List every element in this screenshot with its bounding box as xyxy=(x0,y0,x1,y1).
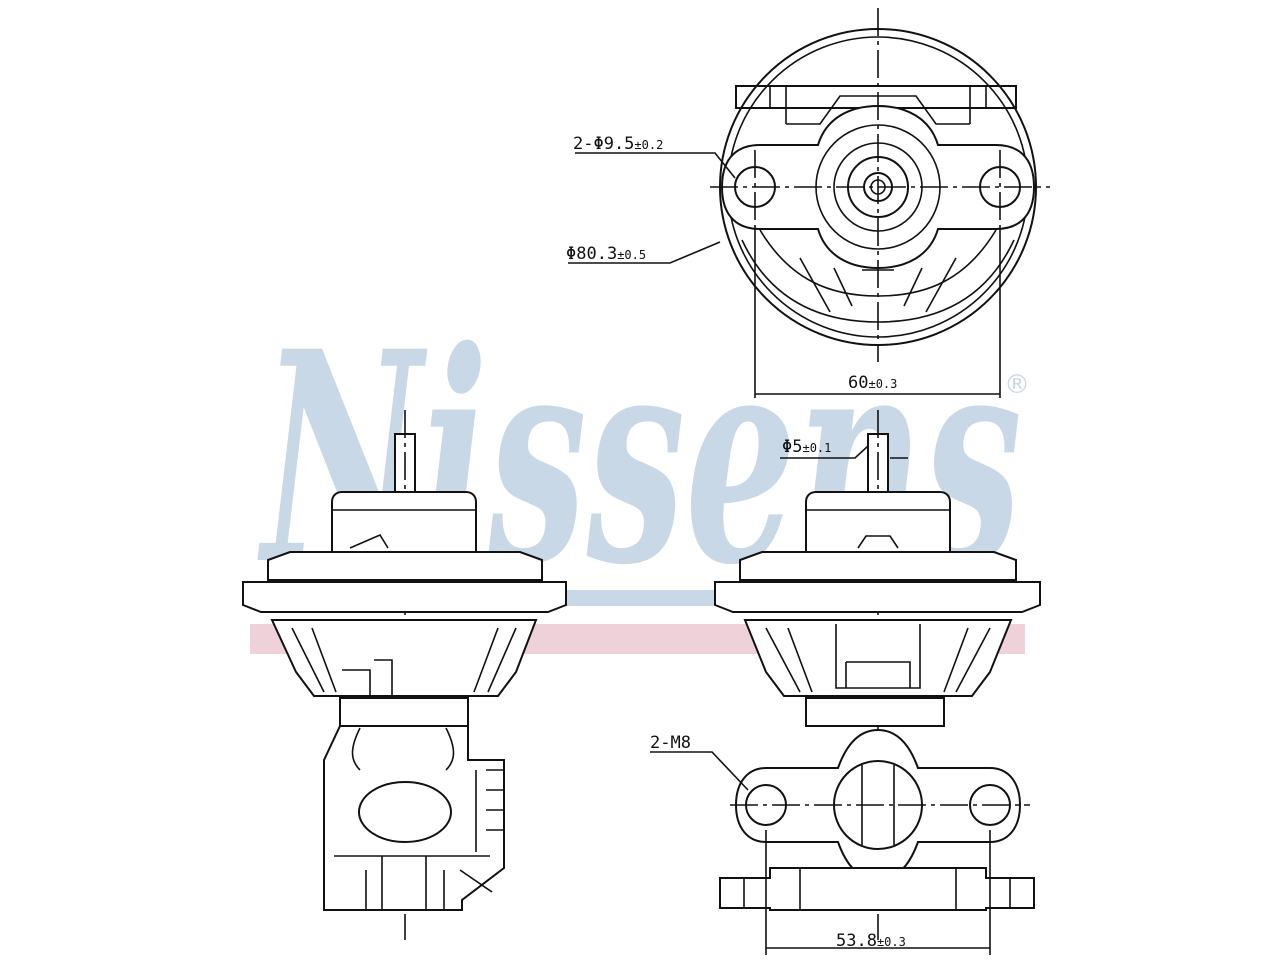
dim-outer-diameter: Φ80.3±0.5 xyxy=(566,244,646,264)
watermark-registered-mark: ® xyxy=(1004,370,1030,400)
dim-pin-diameter: Φ5±0.1 xyxy=(782,437,831,457)
top-view xyxy=(568,8,1050,398)
dim-width-top: 60±0.3 xyxy=(848,373,897,393)
side-view xyxy=(242,410,567,940)
dim-flange-spacing: 53.8±0.3 xyxy=(836,931,906,951)
dim-holes-top: 2-Φ9.5±0.2 xyxy=(573,134,663,154)
dim-thread: 2-M8 xyxy=(650,733,691,753)
front-view xyxy=(650,410,1041,955)
